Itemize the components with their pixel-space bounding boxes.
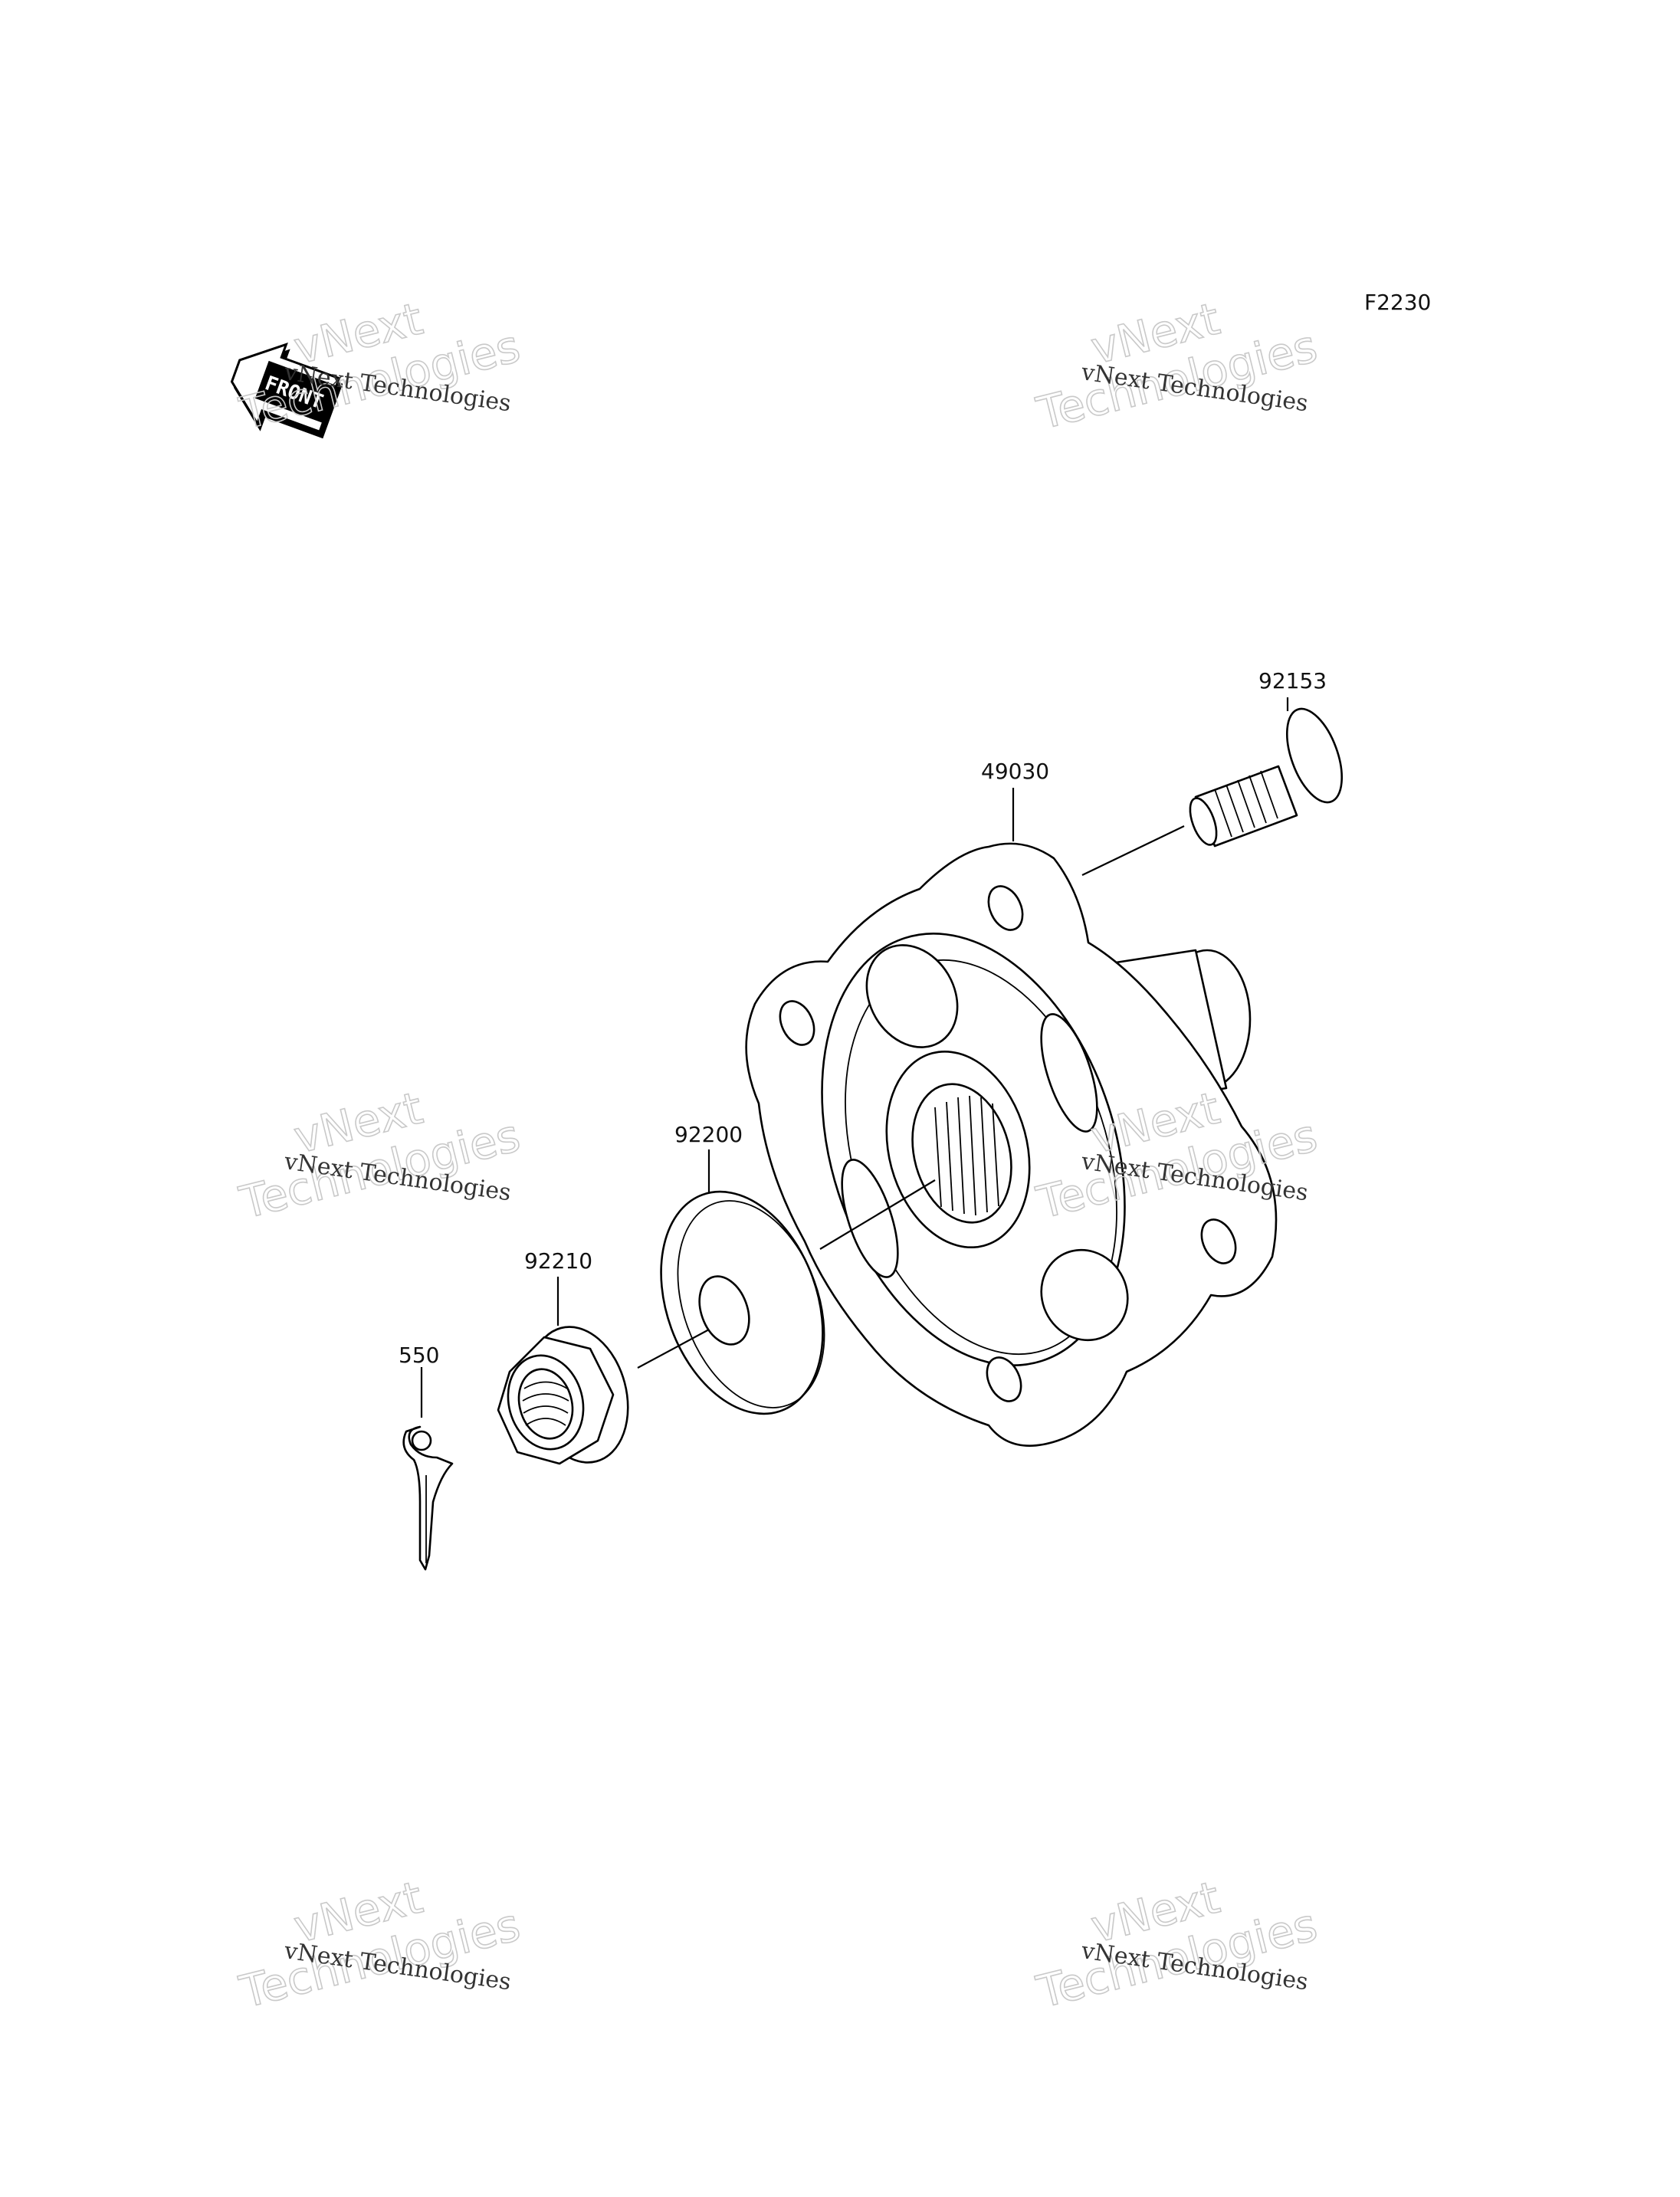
watermark-bottom-left: vNext Technologies vNext Technologies xyxy=(234,1871,526,2019)
cotter-pin xyxy=(402,1367,454,1571)
part-label-550: 550 xyxy=(399,1343,439,1368)
part-label-92210: 92210 xyxy=(524,1248,592,1274)
watermark-mid-left: vNext Technologies vNext Technologies xyxy=(234,1081,526,1230)
nut xyxy=(497,1277,629,1465)
watermark-bottom-right: vNext Technologies vNext Technologies xyxy=(1031,1871,1323,2019)
washer xyxy=(637,1149,825,1415)
diagram-code: F2230 xyxy=(1364,290,1431,315)
wheel-stud xyxy=(1081,697,1343,876)
part-label-92200: 92200 xyxy=(674,1122,743,1147)
front-arrow-icon: FRONT xyxy=(230,342,343,439)
part-label-92153: 92153 xyxy=(1258,668,1327,694)
part-label-49030: 49030 xyxy=(981,759,1049,784)
watermark-top-right: vNext Technologies vNext Technologies xyxy=(1031,292,1323,441)
hub xyxy=(745,788,1278,1447)
